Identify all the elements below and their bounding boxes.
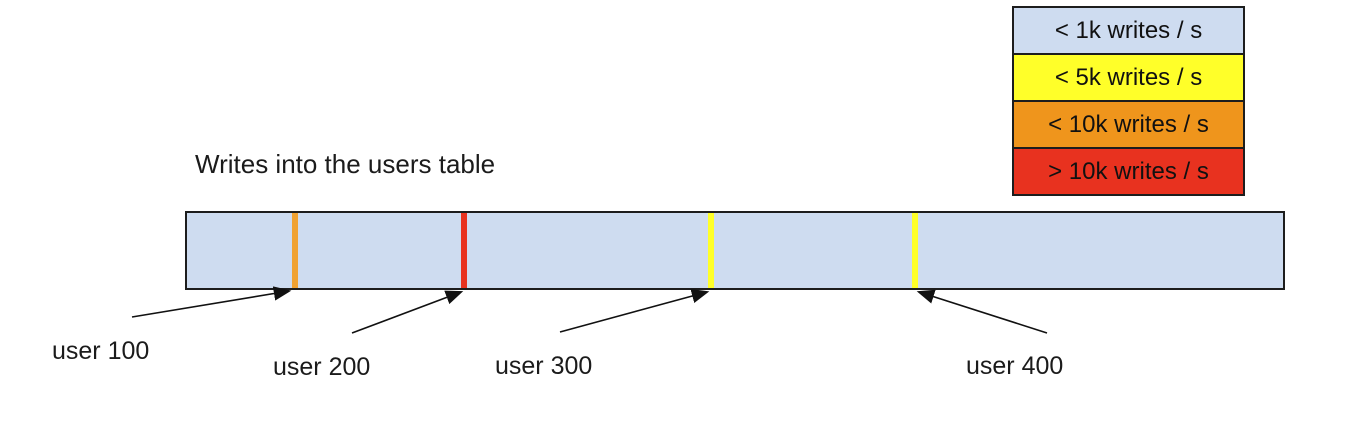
callout-label-user-400: user 400	[966, 352, 1064, 380]
write-hotspot-marker-user-400	[912, 213, 918, 288]
arrow-user-300	[559, 289, 710, 333]
arrow-user-400	[916, 289, 1048, 334]
write-hotspot-marker-user-200	[461, 213, 467, 288]
arrow-user-200	[351, 290, 464, 334]
legend-item-lt-10k: < 10k writes / s	[1014, 102, 1243, 149]
legend-item-label: < 5k writes / s	[1054, 64, 1203, 91]
legend-item-label: < 1k writes / s	[1054, 17, 1203, 44]
legend-item-lt-1k: < 1k writes / s	[1014, 8, 1243, 55]
legend-item-label: > 10k writes / s	[1048, 158, 1209, 185]
diagram-title: Writes into the users table	[195, 149, 496, 179]
legend: < 1k writes / s < 5k writes / s < 10k wr…	[1012, 6, 1245, 196]
users-table-bar	[185, 211, 1285, 290]
arrow-user-100	[131, 286, 292, 318]
callout-label-user-100: user 100	[52, 337, 150, 365]
write-hotspot-marker-user-100	[292, 213, 298, 288]
legend-item-label: < 10k writes / s	[1048, 111, 1209, 138]
callout-label-user-200: user 200	[273, 353, 371, 381]
legend-item-lt-5k: < 5k writes / s	[1014, 55, 1243, 102]
legend-item-gt-10k: > 10k writes / s	[1014, 149, 1243, 194]
write-hotspot-marker-user-300	[708, 213, 714, 288]
callout-label-user-300: user 300	[495, 352, 593, 380]
